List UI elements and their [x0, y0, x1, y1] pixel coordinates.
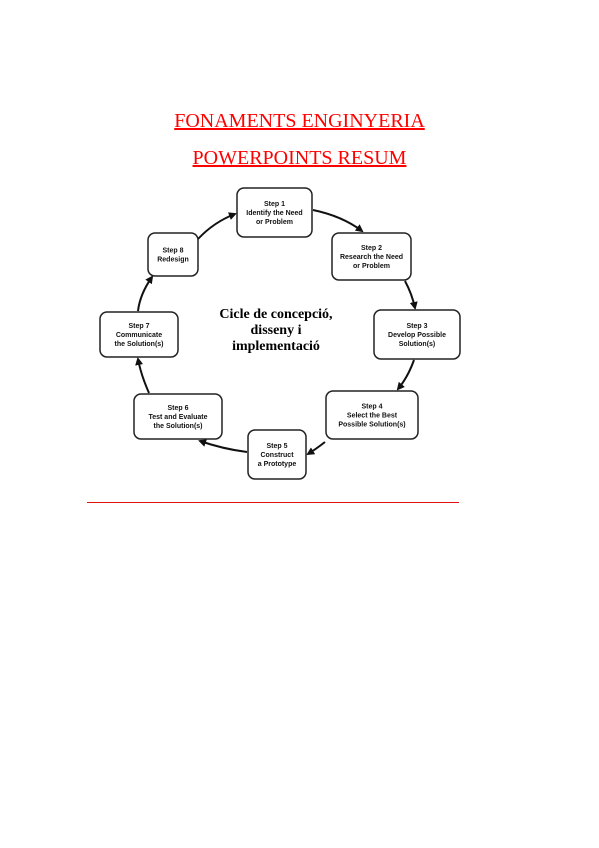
cycle-arrow-1: [312, 209, 364, 233]
step-5-line-2: Construct: [260, 452, 294, 459]
cycle-arrow-5: [198, 439, 248, 453]
step-2-line-2: Research the Need: [340, 254, 403, 261]
step-box-6: Step 6 Test and Evaluate the Solution(s): [133, 393, 223, 440]
step-4-line-1: Step 4: [361, 404, 382, 411]
step-4-line-2: Select the Best: [347, 413, 398, 420]
step-6-line-2: Test and Evaluate: [148, 414, 207, 421]
step-8-line-2: Redesign: [157, 257, 189, 264]
document-title: FONAMENTS ENGINYERIA: [174, 110, 425, 132]
step-box-5: Step 5 Construct a Prototype: [247, 429, 307, 480]
step-7-line-2: Communicate: [116, 332, 162, 339]
document-subtitle: POWERPOINTS RESUM: [192, 147, 407, 169]
step-3-line-2: Develop Possible: [388, 332, 446, 339]
step-5-line-3: a Prototype: [258, 461, 297, 468]
step-6-line-1: Step 6: [167, 405, 188, 412]
step-2-line-1: Step 2: [361, 245, 382, 252]
cycle-center-label: Cicle de concepció,disseny iimplementaci…: [219, 307, 332, 354]
horizontal-rule: [87, 502, 459, 503]
cycle-arrows: [135, 209, 418, 456]
step-box-8: Step 8 Redesign: [147, 232, 199, 277]
cycle-arrow-7: [137, 275, 154, 312]
step-8-line-1: Step 8: [162, 248, 183, 255]
step-box-7: Step 7 Communicate the Solution(s): [99, 311, 179, 358]
step-7-line-3: the Solution(s): [115, 341, 164, 348]
step-4-line-3: Possible Solution(s): [338, 422, 405, 429]
step-2-line-3: or Problem: [353, 263, 390, 270]
step-3-line-1: Step 3: [406, 323, 427, 330]
step-3-line-3: Solution(s): [399, 341, 436, 348]
cycle-arrow-3: [396, 359, 415, 391]
step-7-line-1: Step 7: [128, 323, 149, 330]
step-5-line-1: Step 5: [266, 443, 287, 450]
step-1-line-1: Step 1: [264, 201, 285, 208]
center-line-1: Cicle de concepció,: [219, 307, 332, 322]
cycle-arrow-4: [306, 441, 326, 456]
step-box-1: Step 1 Identify the Need or Problem: [236, 187, 313, 238]
step-box-2: Step 2 Research the Need or Problem: [331, 232, 412, 281]
cycle-arrow-8: [197, 212, 237, 240]
center-line-3: implementació: [232, 339, 320, 354]
step-1-line-3: or Problem: [256, 219, 293, 226]
cycle-arrow-6: [135, 357, 150, 394]
cycle-arrow-2: [404, 280, 418, 310]
step-6-line-3: the Solution(s): [154, 423, 203, 430]
step-1-line-2: Identify the Need: [246, 210, 302, 217]
center-line-2: disseny i: [251, 323, 302, 338]
